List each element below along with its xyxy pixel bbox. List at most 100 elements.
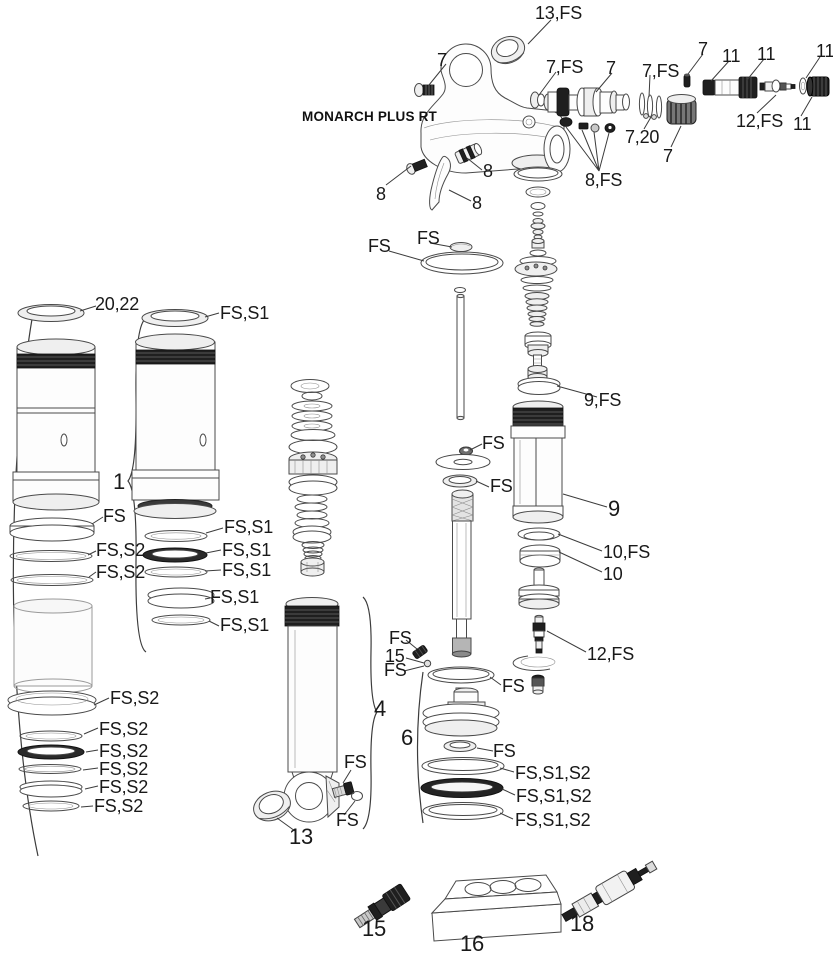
retaining-circlip — [512, 655, 556, 672]
label-9-fs: 9,FS — [584, 390, 622, 410]
label-11-b: 11 — [757, 44, 776, 64]
shock-head-body — [420, 43, 571, 174]
valve-cap-11 — [806, 76, 830, 97]
label-fs-ball: FS — [384, 660, 407, 680]
label-1: 1 — [113, 469, 126, 494]
label-fs-s1-collar: FS,S1 — [220, 303, 270, 323]
seal-collar-fs-s1 — [141, 309, 209, 327]
seal-disc-fs — [449, 242, 473, 252]
seal-ring-fs-s1-dark — [142, 547, 208, 563]
seal-ring-fs-s2-large — [7, 690, 97, 716]
oring-fs-s2 — [10, 574, 94, 586]
seal-ring-9-fs — [517, 377, 561, 395]
bracket-item-4 — [362, 596, 378, 830]
label-fs-air-valve: FS — [344, 752, 367, 772]
needle-rod — [454, 287, 466, 421]
seal-ring-fs-s1-s2-dark — [420, 778, 504, 798]
label-fs-oring-lower: FS — [502, 676, 525, 696]
wave-washers-7-20 — [638, 92, 663, 120]
label-fs-s2-c: FS,S2 — [99, 719, 149, 739]
label-10: 10 — [603, 564, 623, 584]
bleed-plug — [531, 674, 545, 695]
eyelet-bushing-13 — [253, 790, 291, 822]
piston-ring-fs — [443, 740, 477, 752]
shim-stack — [288, 379, 338, 577]
label-fs-s2-f: FS,S2 — [99, 777, 149, 797]
large-oring-fs-lower — [427, 666, 495, 684]
label-fs-s1-a: FS,S1 — [224, 517, 274, 537]
label-9: 9 — [608, 496, 621, 521]
label-13-fs: 13,FS — [535, 3, 583, 23]
seal-collar-20-22 — [17, 304, 85, 322]
seal-ring-fs-s2 — [19, 780, 83, 798]
label-fs-s2-e: FS,S2 — [99, 759, 149, 779]
damper-body-item-4 — [283, 597, 340, 823]
label-16-tool: 16 — [460, 931, 485, 956]
large-oring-fs — [420, 251, 504, 275]
oring-fs-s2 — [22, 800, 80, 812]
label-fs-s2-a: FS,S2 — [96, 540, 146, 560]
compression-lever-8 — [429, 155, 451, 211]
mounting-bolt-7 — [414, 83, 435, 97]
label-fs-s1-d: FS,S1 — [210, 587, 260, 607]
oring-fs-s2 — [18, 764, 82, 774]
shaft-plug-fs — [412, 645, 428, 659]
label-fs-s1-s2-a: FS,S1,S2 — [515, 763, 591, 783]
label-fs-s2-b: FS,S2 — [96, 562, 146, 582]
label-fs-s2-d: FS,S2 — [99, 741, 149, 761]
detent-pin-7 — [683, 73, 691, 88]
label-fs-valve-oring: FS — [336, 810, 359, 830]
label-fs-s2-g: FS,S2 — [94, 796, 144, 816]
label-4: 4 — [374, 696, 387, 721]
damper-shaft — [451, 489, 474, 658]
air-can-left — [12, 338, 100, 511]
air-sleeve — [13, 598, 93, 694]
oring-fs-s2 — [19, 730, 83, 742]
label-fs-s1-s2-c: FS,S1,S2 — [515, 810, 591, 830]
label-18-tool: 18 — [570, 911, 595, 936]
label-fs-piston-ring: FS — [493, 741, 516, 761]
label-fs-oring: FS — [368, 236, 391, 256]
label-12-fs-lower: 12,FS — [587, 644, 635, 664]
oring-fs-s1 — [144, 566, 208, 578]
label-fs-s1-c: FS,S1 — [222, 560, 272, 580]
label-7-fs-wave: 7,FS — [642, 61, 680, 81]
valve-core-12-fs — [759, 79, 796, 93]
seal-ring-fs-s2-dark — [17, 744, 85, 760]
leader-lines — [79, 19, 821, 832]
set-screw-8 — [406, 158, 428, 175]
small-ring-fs — [459, 446, 473, 456]
oring-fs-s1 — [144, 530, 208, 542]
valve-washer-11 — [799, 77, 807, 95]
air-valve-body-11 — [702, 76, 758, 99]
label-7-20: 7,20 — [625, 127, 660, 147]
label-15-ball: 15 — [385, 646, 405, 666]
valve-core-12-fs-vertical — [532, 614, 546, 654]
internal-valve-stack — [513, 166, 563, 381]
tool-valve-adapter-15 — [353, 883, 411, 929]
label-11-c: 11 — [816, 41, 833, 61]
label-13-bushing: 13 — [289, 824, 314, 849]
label-10-fs: 10,FS — [603, 542, 651, 562]
label-11-d: 11 — [793, 114, 812, 134]
label-8-barrel: 8 — [483, 161, 493, 181]
oring-fs-s2 — [9, 550, 93, 562]
shim-washer-7-fs — [530, 91, 545, 109]
product-title: MONARCH PLUS RT — [302, 109, 437, 124]
label-fs-disc: FS — [417, 228, 440, 248]
label-fs-plug: FS — [389, 628, 412, 648]
tool-shaft-clamp-18 — [561, 860, 658, 923]
air-valve-fs — [331, 781, 355, 799]
spool-valve-7 — [543, 87, 630, 117]
label-7-fs-washer: 7,FS — [546, 57, 584, 77]
seal-ring-fs-s1 — [147, 587, 215, 609]
label-fs-s2-large: FS,S2 — [110, 688, 160, 708]
label-7-spool: 7 — [606, 58, 616, 78]
label-fs-thick-ring: FS — [103, 506, 126, 526]
label-7-bolt: 7 — [437, 50, 447, 70]
air-can-item-1 — [131, 333, 220, 519]
label-fs-s1-b: FS,S1 — [222, 540, 272, 560]
seal-ring-10 — [519, 544, 561, 568]
label-8-screw: 8 — [376, 184, 386, 204]
